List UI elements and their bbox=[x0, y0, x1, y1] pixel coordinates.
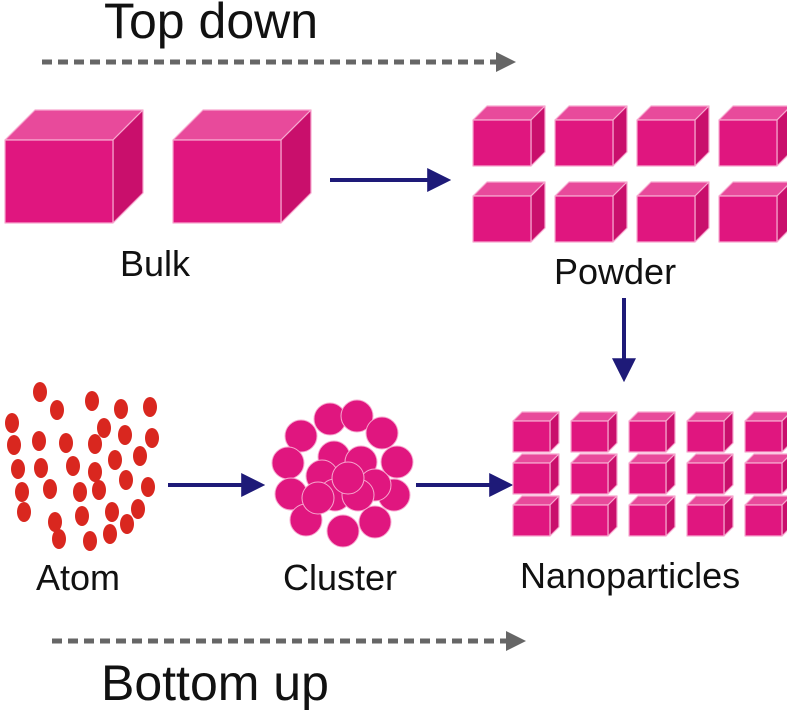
atom-dot-icon bbox=[145, 428, 159, 448]
nanoparticle-cubes bbox=[512, 411, 787, 537]
cluster-spheres bbox=[271, 399, 414, 548]
cube-icon bbox=[628, 453, 676, 495]
atom-dot-icon bbox=[120, 514, 134, 534]
cube-icon bbox=[628, 495, 676, 537]
atom-dots bbox=[5, 382, 159, 551]
cube-icon bbox=[744, 453, 787, 495]
cube-icon bbox=[718, 181, 787, 243]
atom-dot-icon bbox=[52, 529, 66, 549]
cube-icon bbox=[628, 411, 676, 453]
cube-icon bbox=[554, 181, 628, 243]
atom-dot-icon bbox=[7, 435, 21, 455]
cube-icon bbox=[512, 411, 560, 453]
sphere-icon bbox=[326, 514, 360, 548]
atom-dot-icon bbox=[43, 479, 57, 499]
cluster-label: Cluster bbox=[283, 557, 397, 598]
atom-dot-icon bbox=[17, 502, 31, 522]
powder-cubes bbox=[472, 105, 787, 243]
atom-dot-icon bbox=[83, 531, 97, 551]
bulk-cubes bbox=[4, 109, 312, 224]
cube-icon bbox=[512, 453, 560, 495]
atom-dot-icon bbox=[33, 382, 47, 402]
atom-dot-icon bbox=[32, 431, 46, 451]
atom-dot-icon bbox=[88, 434, 102, 454]
bottom-up-label: Bottom up bbox=[101, 655, 329, 710]
sphere-icon bbox=[284, 419, 318, 453]
cube-icon bbox=[4, 109, 144, 224]
sphere-icon bbox=[380, 445, 414, 479]
sphere-icon bbox=[331, 461, 365, 495]
atom-dot-icon bbox=[34, 458, 48, 478]
cube-icon bbox=[744, 411, 787, 453]
cube-icon bbox=[512, 495, 560, 537]
cube-icon bbox=[636, 181, 710, 243]
atom-dot-icon bbox=[5, 413, 19, 433]
cube-icon bbox=[570, 411, 618, 453]
atom-dot-icon bbox=[114, 399, 128, 419]
atom-dot-icon bbox=[92, 480, 106, 500]
cube-icon bbox=[472, 181, 546, 243]
cube-icon bbox=[570, 495, 618, 537]
atom-dot-icon bbox=[97, 418, 111, 438]
atom-dot-icon bbox=[88, 462, 102, 482]
atom-dot-icon bbox=[105, 502, 119, 522]
cube-icon bbox=[744, 495, 787, 537]
atom-label: Atom bbox=[36, 557, 120, 598]
atom-dot-icon bbox=[143, 397, 157, 417]
atom-dot-icon bbox=[119, 470, 133, 490]
cube-icon bbox=[570, 453, 618, 495]
atom-dot-icon bbox=[66, 456, 80, 476]
atom-dot-icon bbox=[73, 482, 87, 502]
nanoparticles-label: Nanoparticles bbox=[520, 555, 740, 596]
top-down-label: Top down bbox=[104, 0, 318, 49]
bulk-label: Bulk bbox=[120, 243, 191, 284]
atom-dot-icon bbox=[48, 512, 62, 532]
atom-dot-icon bbox=[103, 524, 117, 544]
sphere-icon bbox=[340, 399, 374, 433]
cube-icon bbox=[686, 453, 734, 495]
cube-icon bbox=[636, 105, 710, 167]
cube-icon bbox=[554, 105, 628, 167]
atom-dot-icon bbox=[59, 433, 73, 453]
atom-dot-icon bbox=[133, 446, 147, 466]
atom-dot-icon bbox=[108, 450, 122, 470]
atom-dot-icon bbox=[85, 391, 99, 411]
atom-dot-icon bbox=[11, 459, 25, 479]
cube-icon bbox=[472, 105, 546, 167]
atom-dot-icon bbox=[75, 506, 89, 526]
cube-icon bbox=[718, 105, 787, 167]
sphere-icon bbox=[271, 446, 305, 480]
cube-icon bbox=[686, 495, 734, 537]
cube-icon bbox=[172, 109, 312, 224]
atom-dot-icon bbox=[118, 425, 132, 445]
cube-icon bbox=[686, 411, 734, 453]
atom-dot-icon bbox=[50, 400, 64, 420]
atom-dot-icon bbox=[15, 482, 29, 502]
sphere-icon bbox=[365, 416, 399, 450]
powder-label: Powder bbox=[554, 251, 676, 292]
sphere-icon bbox=[301, 481, 335, 515]
sphere-icon bbox=[358, 505, 392, 539]
atom-dot-icon bbox=[131, 499, 145, 519]
atom-dot-icon bbox=[141, 477, 155, 497]
